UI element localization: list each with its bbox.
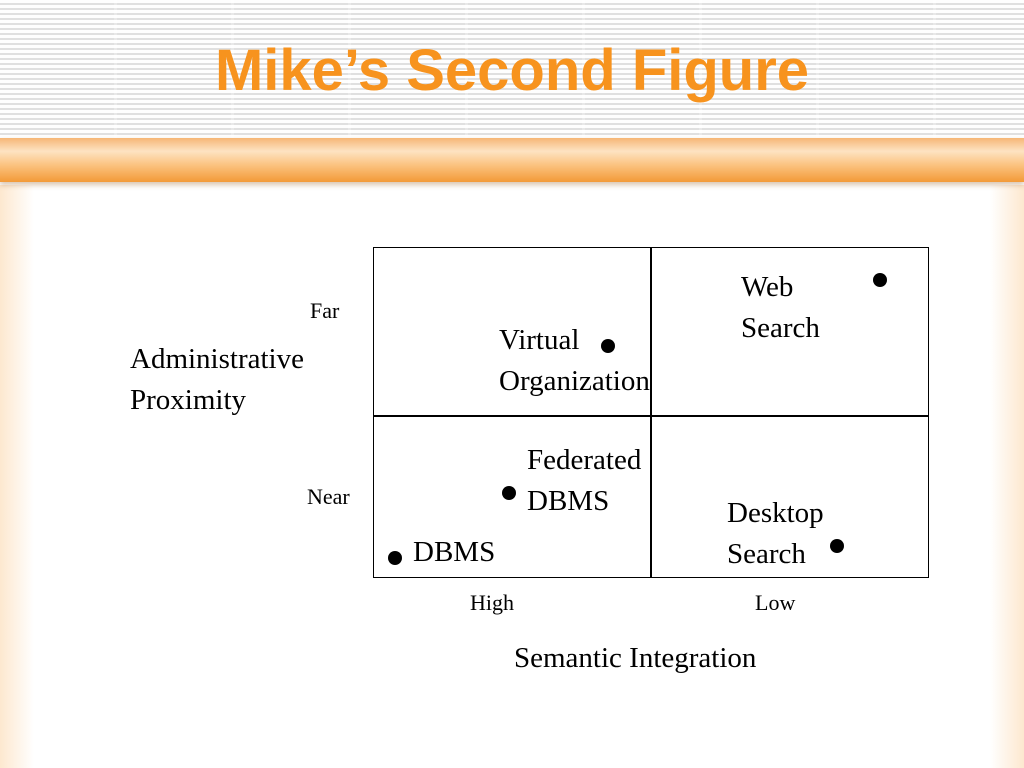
- slide-title: Mike’s Second Figure: [214, 38, 810, 103]
- x-tick-high: High: [470, 590, 514, 615]
- header-accent-rule: [0, 138, 1024, 182]
- y-axis-label-line2: Proximity: [130, 384, 247, 416]
- item-web-search-dot: [873, 273, 887, 287]
- item-desktop-search-dot: [830, 539, 844, 553]
- item-dbms-label: DBMS: [413, 536, 496, 568]
- item-virtual-org-dot: [601, 339, 615, 353]
- item-web-search-line1: Web: [741, 271, 794, 303]
- item-federated-dbms-dot: [502, 486, 516, 500]
- header-band: [0, 0, 1024, 140]
- right-edge-glow: [990, 185, 1024, 768]
- left-edge-glow: [0, 185, 34, 768]
- item-desktop-search-line1: Desktop: [727, 497, 824, 529]
- x-axis-label: Semantic Integration: [514, 642, 757, 674]
- quadrant-vertical-divider: [650, 247, 652, 578]
- quadrant-horizontal-divider: [373, 415, 929, 417]
- item-federated-dbms-line2: DBMS: [527, 485, 610, 517]
- y-tick-near: Near: [307, 484, 350, 509]
- item-web-search-line2: Search: [741, 312, 820, 344]
- item-desktop-search-line2: Search: [727, 538, 806, 570]
- y-tick-far: Far: [310, 298, 340, 323]
- item-virtual-org-line2: Organization: [499, 365, 650, 397]
- item-dbms-dot: [388, 551, 402, 565]
- y-axis-label-line1: Administrative: [130, 343, 304, 375]
- x-tick-low: Low: [755, 590, 796, 615]
- item-virtual-org-line1: Virtual: [499, 324, 580, 356]
- item-federated-dbms-line1: Federated: [527, 444, 642, 476]
